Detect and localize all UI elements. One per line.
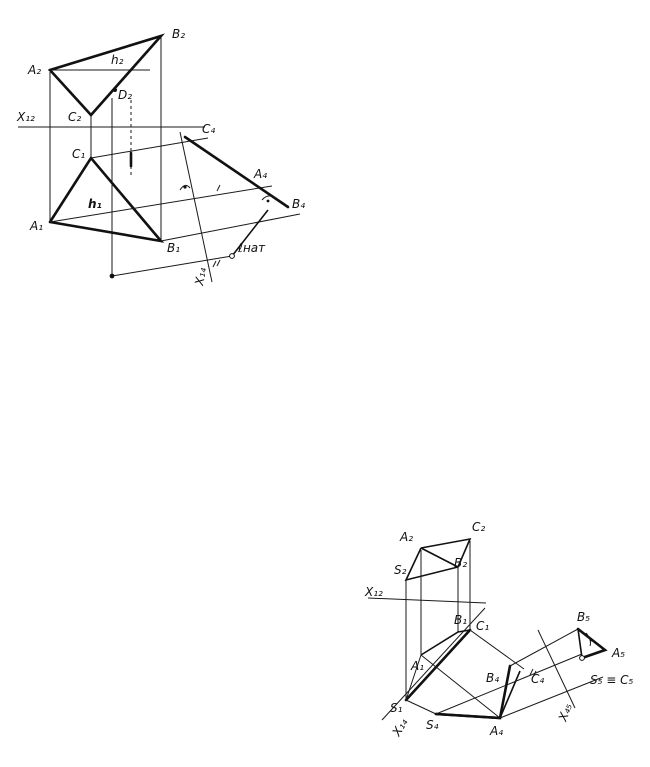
- label-a1-b: A₁: [410, 659, 424, 673]
- tick-mark-1: [216, 184, 221, 192]
- figure-2: A₂ C₂ S₂ B₂ X₁₂ B₁ C₁ B₅ A₅ A₁ B₄ C₄ S₅ …: [364, 520, 633, 739]
- transfer-a4: [499, 676, 604, 719]
- label-s5c5-b: S₅ ≡ C₅: [590, 673, 633, 687]
- label-h2: h₂: [111, 53, 124, 67]
- label-b4: B₄: [292, 197, 305, 211]
- transfer-s: [405, 699, 437, 715]
- label-c2: C₂: [68, 110, 81, 124]
- label-c1: C₁: [72, 147, 85, 161]
- axis-x45: [537, 629, 576, 709]
- triangle-horizontal: [48, 155, 165, 243]
- label-h1: h₁: [88, 197, 102, 211]
- triangle-frontal: [48, 33, 166, 117]
- point-s5: [579, 655, 585, 661]
- right-angle-arc: [179, 184, 191, 191]
- label-b2-b: B₂: [454, 556, 467, 570]
- transfer-c: [469, 629, 525, 670]
- horizontal-top: [420, 629, 471, 656]
- angle-dot: [266, 199, 270, 203]
- view5-edge: [577, 628, 583, 659]
- transfer-b: [160, 213, 301, 242]
- label-b5-b: B₅: [577, 610, 590, 624]
- label-d2: D₂: [118, 88, 132, 102]
- figure-1: A₂ B₂ h₂ C₂ D₂ X₁₂ C₁ C₄ A₄ B₄ h₁ A₁ B₁ …: [16, 27, 305, 288]
- horizontal-h1: [49, 185, 273, 223]
- tick-b1: [529, 668, 534, 676]
- axis-x14-b: [381, 607, 486, 721]
- edge-a1-s1: [405, 654, 422, 701]
- label-x45-b: X₄₅: [555, 701, 575, 724]
- label-c2-b: C₂: [472, 520, 485, 534]
- label-x14-b: X₁₄: [389, 716, 411, 739]
- frontal-edge-ab: [420, 547, 459, 568]
- lnat-leader: [231, 209, 269, 257]
- label-x12-b: X₁₂: [364, 585, 383, 599]
- label-a4-b: A₄: [489, 724, 503, 738]
- view4-edge: [499, 670, 521, 719]
- point-d2: [113, 88, 117, 92]
- label-s1-b: S₁: [390, 701, 403, 715]
- axis-x14: [179, 131, 213, 283]
- angle-arc: [261, 195, 277, 201]
- label-a5-b: A₅: [611, 646, 625, 660]
- point-lnat: [229, 253, 235, 259]
- label-b4-b: B₄: [486, 671, 499, 685]
- label-a2-b: A₂: [399, 530, 413, 544]
- axis-x12-b: [367, 597, 487, 604]
- edge-view-4: [183, 135, 290, 209]
- tick-mark-2: [212, 260, 217, 268]
- label-b2: B₂: [172, 27, 185, 41]
- tick-b2: [532, 670, 537, 678]
- label-x12: X₁₂: [16, 110, 35, 124]
- label-c1-b: C₁: [476, 619, 489, 633]
- label-s4-b: S₄: [426, 718, 439, 732]
- label-lnat: ℓнат: [237, 241, 266, 255]
- point-d-proj: [109, 273, 115, 279]
- transfer-c: [90, 137, 209, 159]
- label-c4-b: C₄: [531, 672, 544, 686]
- label-x14: X₁₄: [192, 266, 209, 287]
- label-a2: A₂: [27, 63, 41, 77]
- view4-base: [434, 712, 502, 720]
- edge-s1-c1: [404, 628, 472, 702]
- transfer-b4: [509, 628, 579, 667]
- label-a4: A₄: [253, 167, 267, 181]
- label-b1: B₁: [167, 241, 180, 255]
- view5-triangle: [576, 627, 608, 660]
- label-a1: A₁: [29, 219, 43, 233]
- transfer-s4: [435, 653, 583, 715]
- label-c4: C₄: [202, 122, 215, 136]
- label-b1-b: B₁: [454, 613, 467, 627]
- tick-mark-3: [216, 259, 221, 267]
- true-size-line: [111, 255, 233, 277]
- label-s2-b: S₂: [394, 563, 407, 577]
- transfer-a: [420, 654, 501, 719]
- angle-dot-b: [589, 638, 593, 642]
